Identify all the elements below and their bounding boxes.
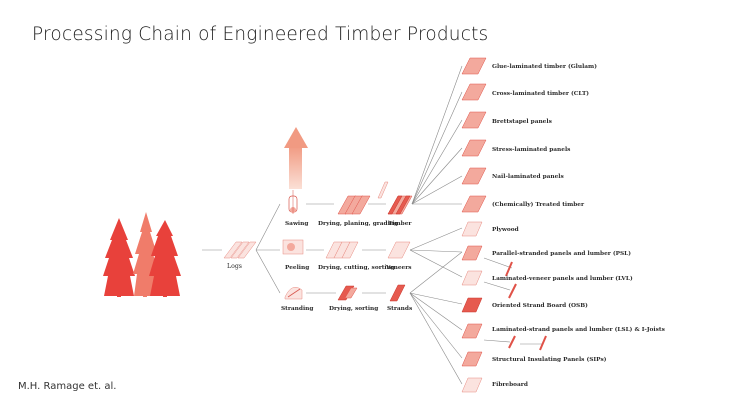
planks-illustration	[337, 181, 389, 215]
product-label-clt: Cross-laminated timber (CLT)	[492, 90, 589, 97]
logs-label: Logs	[227, 263, 242, 270]
upward-arrow-icon	[284, 127, 308, 189]
stranding-icon	[284, 286, 303, 300]
drying-sorting-label: Drying, sorting	[329, 306, 378, 312]
sawing-icon	[288, 190, 298, 214]
drying-planing-grading-label: Drying, planing, grading	[318, 221, 398, 227]
product-label-plywood: Plywood	[492, 227, 519, 233]
product-label-glulam: Glue-laminated timber (Glulam)	[492, 63, 597, 70]
forest-illustration	[103, 212, 181, 297]
strands-illustration	[337, 284, 406, 302]
product-label-stress-laminated: Stress-laminated panels	[492, 147, 571, 153]
product-label-fibreboard: Fibreboard	[492, 382, 528, 388]
product-label-lvl: Laminated-veneer panels and lumber (LVL)	[492, 275, 633, 282]
product-label-nail-laminated: Nail-laminated panels	[492, 174, 564, 180]
product-icons	[461, 57, 547, 393]
product-label-treated-timber: (Chemically) Treated timber	[492, 201, 585, 208]
timber-label: Timber	[388, 221, 412, 227]
strands-label: Strands	[387, 306, 413, 312]
product-label-lsl: Laminated-strand panels and lumber (LSL)…	[492, 326, 666, 333]
logs-illustration	[223, 241, 257, 259]
product-label-sips: Structural Insulating Panels (SIPs)	[492, 356, 607, 363]
flow-lines	[202, 65, 542, 385]
author-credit: M.H. Ramage et. al.	[18, 381, 117, 392]
peeling-icon	[282, 239, 304, 255]
drying-cutting-sorting-label: Drying, cutting, sorting	[318, 265, 395, 271]
product-label-osb: Oriented Strand Board (OSB)	[492, 302, 588, 309]
product-label-brettstapel: Brettstapel panels	[492, 119, 553, 125]
stranding-label: Stranding	[281, 306, 313, 312]
product-label-psl: Parallel-stranded panels and lumber (PSL…	[492, 250, 631, 257]
veneers-label: Veneers	[385, 265, 412, 271]
timber-illustration	[387, 195, 413, 215]
peeling-label: Peeling	[285, 265, 309, 271]
page-title: Processing Chain of Engineered Timber Pr…	[32, 24, 489, 45]
veneer-sheets-illustration	[325, 241, 411, 259]
sawing-label: Sawing	[285, 221, 308, 227]
